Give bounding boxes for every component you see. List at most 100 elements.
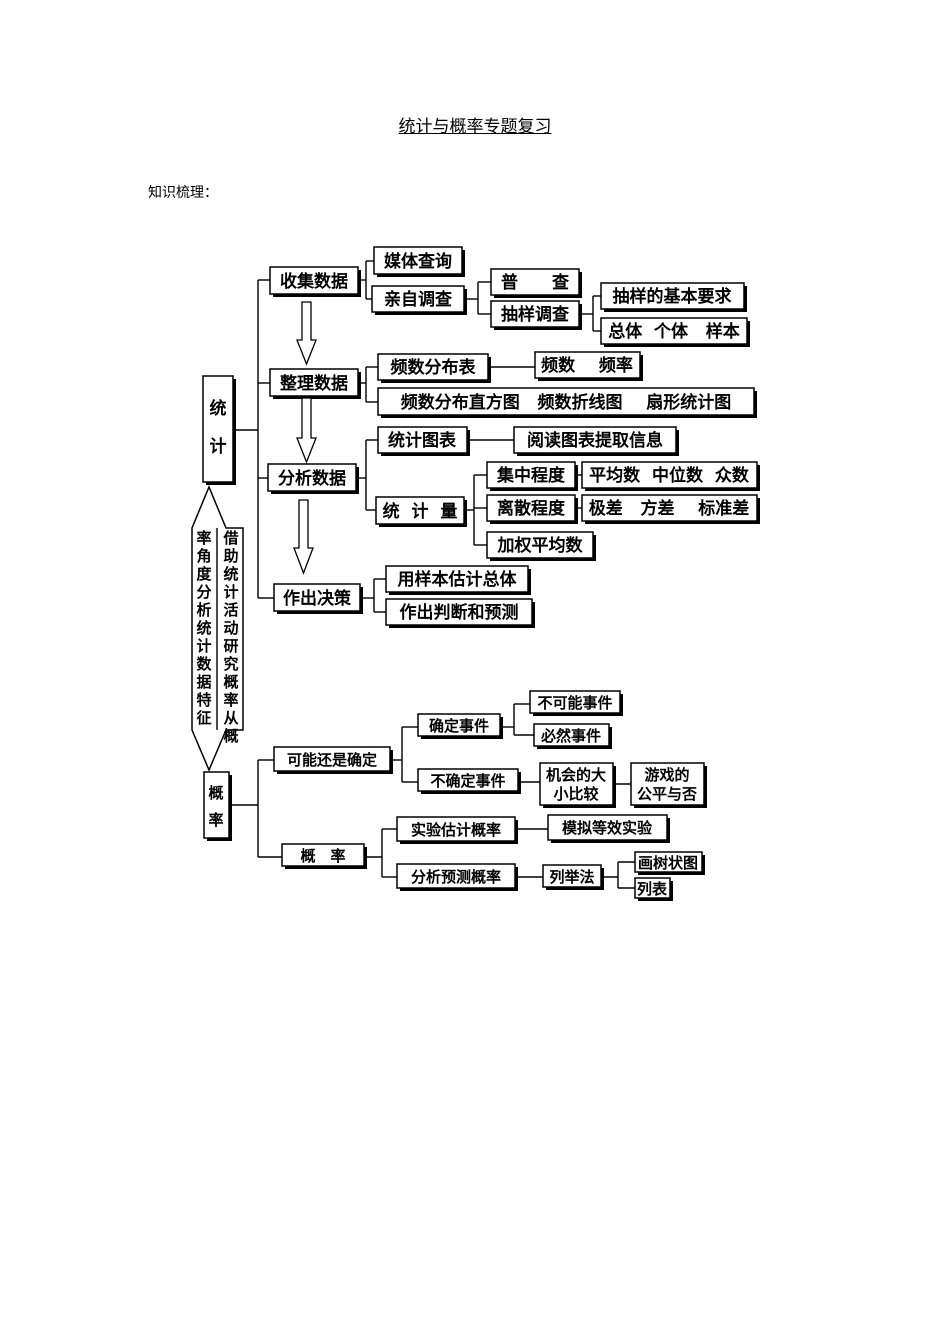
sampling-survey-node: 抽样调查: [490, 300, 582, 330]
read-charts-label: 阅读图表提取信息: [527, 430, 663, 451]
game-fairness-line-1: 游戏的: [644, 766, 689, 784]
listing-method-node: 列举法: [542, 864, 604, 890]
frequency-rate-label: 频数 频率: [541, 355, 633, 376]
media-query-label: 媒体查询: [384, 251, 452, 272]
svg-text:从: 从: [223, 709, 238, 727]
flow-arrow-1: [296, 301, 317, 366]
frequency-charts-label: 频数分布直方图 频数折线图 扇形统计图: [401, 392, 731, 413]
inevitable-event-node: 必然事件: [533, 723, 612, 749]
chance-compare-line-1: 机会的大: [546, 766, 606, 784]
svg-text:研: 研: [223, 637, 238, 655]
central-tendency-node: 集中程度: [486, 461, 578, 491]
svg-text:助: 助: [223, 547, 238, 565]
tree-diagram-node: 画树状图: [634, 851, 705, 875]
link-left-column: 率 角 度 分 析 统 计 数 据 特 征: [196, 529, 212, 727]
organize-data-node: 整理数据: [269, 368, 361, 399]
central-tendency-label: 集中程度: [496, 465, 566, 486]
svg-text:度: 度: [196, 565, 212, 583]
sampling-requirements-node: 抽样的基本要求: [600, 282, 747, 312]
organize-data-label: 整理数据: [280, 373, 348, 394]
certain-or-not-node: 可能还是确定: [273, 746, 393, 774]
certain-event-label: 确定事件: [429, 717, 489, 735]
make-decision-node: 作出决策: [273, 583, 363, 614]
sampling-survey-label: 抽样调查: [501, 304, 570, 325]
judge-predict-node: 作出判断和预测: [385, 598, 535, 628]
simulate-experiment-label: 模拟等效实验: [562, 819, 653, 837]
list-table-label: 列表: [637, 880, 668, 898]
section-subtitle: 知识梳理：: [148, 185, 218, 201]
svg-text:率: 率: [223, 691, 238, 709]
svg-text:统: 统: [196, 619, 211, 637]
experiment-estimate-label: 实验估计概率: [411, 821, 501, 839]
uncertain-event-node: 不确定事件: [417, 768, 521, 794]
dispersion-label: 离散程度: [497, 498, 566, 519]
svg-text:率: 率: [196, 529, 211, 547]
svg-text:活: 活: [223, 601, 238, 619]
weighted-mean-label: 加权平均数: [497, 535, 584, 556]
frequency-charts-node: 频数分布直方图 频数折线图 扇形统计图: [377, 387, 757, 418]
analyze-data-label: 分析数据: [278, 468, 346, 489]
svg-text:析: 析: [196, 601, 211, 619]
svg-text:角: 角: [196, 547, 211, 565]
estimate-population-label: 用样本估计总体: [398, 569, 518, 590]
probability-label: 概 率: [300, 847, 345, 865]
impossible-event-node: 不可能事件: [529, 690, 623, 716]
statistics-root-node: 统 计: [202, 375, 236, 485]
probability-root-node: 概 率: [203, 771, 232, 841]
svg-text:究: 究: [223, 655, 238, 673]
probability-root-char-2: 率: [208, 811, 223, 829]
flow-arrow-3: [293, 499, 314, 575]
stat-quantity-label: 统 计 量: [383, 501, 458, 522]
census-label: 普 查: [501, 272, 570, 293]
game-fairness-line-2: 公平与否: [637, 785, 697, 803]
simulate-experiment-node: 模拟等效实验: [547, 814, 670, 843]
svg-text:概: 概: [223, 727, 238, 745]
svg-text:统: 统: [223, 565, 238, 583]
svg-text:特: 特: [196, 691, 211, 709]
stat-charts-label: 统计图表: [388, 430, 457, 451]
svg-text:概: 概: [223, 673, 238, 691]
impossible-event-label: 不可能事件: [537, 694, 612, 712]
probability-node: 概 率: [281, 843, 367, 869]
weighted-mean-node: 加权平均数: [486, 531, 596, 561]
central-values-label: 平均数 中位数 众数: [589, 465, 750, 486]
flow-arrow-2: [296, 397, 317, 464]
stat-quantity-node: 统 计 量: [375, 496, 467, 527]
svg-text:动: 动: [223, 619, 238, 637]
estimate-population-node: 用样本估计总体: [385, 565, 531, 595]
dispersion-values-node: 极差 方差 标准差: [581, 494, 760, 524]
game-fairness-node: 游戏的 公平与否: [630, 762, 707, 808]
experiment-estimate-node: 实验估计概率: [396, 816, 518, 844]
svg-text:计: 计: [196, 637, 211, 655]
sampling-requirements-label: 抽样的基本要求: [613, 286, 732, 307]
self-survey-node: 亲自调查: [371, 285, 467, 315]
certain-or-not-label: 可能还是确定: [287, 751, 377, 769]
page-title: 统计与概率专题复习: [398, 117, 552, 137]
read-charts-node: 阅读图表提取信息: [513, 426, 679, 456]
chance-compare-line-2: 小比较: [553, 785, 598, 803]
chance-compare-node: 机会的大 小比较: [539, 762, 616, 808]
svg-text:数: 数: [196, 655, 212, 673]
svg-text:借: 借: [222, 529, 238, 547]
self-survey-label: 亲自调查: [384, 289, 453, 310]
analyze-predict-node: 分析预测概率: [396, 863, 518, 891]
frequency-table-node: 频数分布表: [377, 353, 491, 383]
svg-text:征: 征: [196, 709, 211, 727]
svg-text:计: 计: [223, 583, 238, 601]
statistics-root-char-1: 统: [210, 398, 227, 419]
media-query-node: 媒体查询: [373, 246, 465, 277]
uncertain-event-label: 不确定事件: [430, 772, 505, 790]
certain-event-node: 确定事件: [417, 713, 503, 739]
list-table-node: 列表: [634, 877, 673, 901]
analyze-data-node: 分析数据: [267, 463, 359, 494]
stat-charts-node: 统计图表: [377, 426, 470, 456]
link-double-arrow: [191, 485, 244, 772]
frequency-table-label: 频数分布表: [391, 357, 477, 378]
inevitable-event-label: 必然事件: [540, 727, 601, 745]
central-values-node: 平均数 中位数 众数: [581, 461, 760, 491]
dispersion-node: 离散程度: [486, 494, 578, 524]
listing-method-label: 列举法: [549, 868, 594, 886]
svg-text:分: 分: [196, 583, 211, 601]
collect-data-label: 收集数据: [280, 271, 348, 292]
